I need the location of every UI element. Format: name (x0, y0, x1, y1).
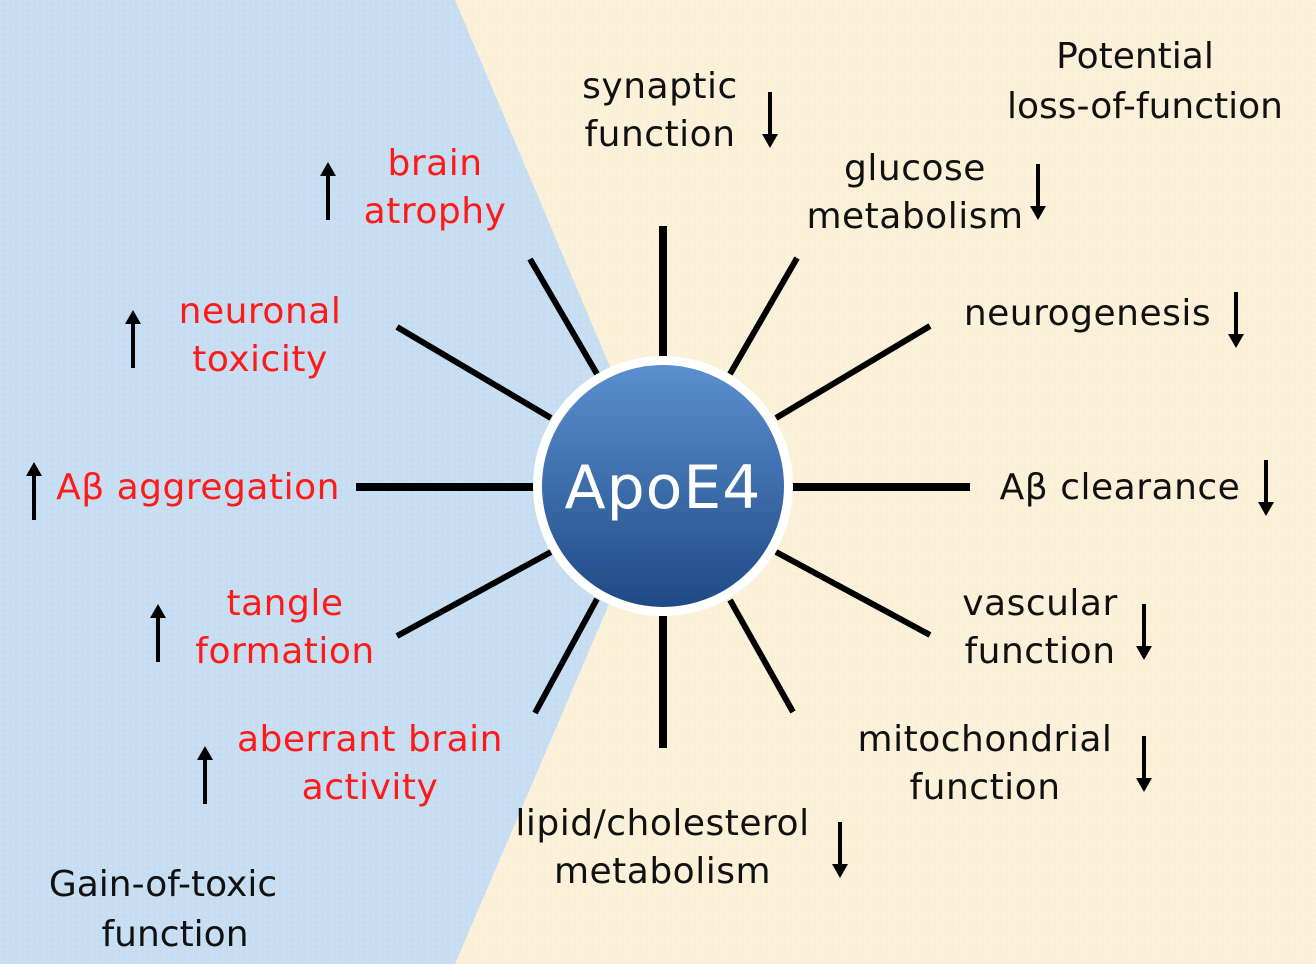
arrow-up-icon (125, 310, 141, 368)
effect-neuronal-toxicity: neuronal toxicity (178, 291, 342, 380)
effect-line: tangle (226, 583, 344, 624)
effect-line: mitochondrial (857, 719, 1113, 760)
effect-line: lipid/cholesterol (515, 803, 810, 844)
arrow-up-icon (320, 162, 336, 220)
effect-line: formation (195, 631, 375, 672)
effect-mitochondrial-function: mitochondrial function (857, 719, 1113, 808)
spoke-glucose-metabolism (727, 256, 800, 376)
effect-line: vascular (962, 583, 1118, 624)
effect-brain-atrophy: brain atrophy (363, 143, 507, 232)
arrow-down-icon (1030, 164, 1046, 220)
arrow-up-icon (150, 604, 166, 662)
spoke-mitochondrial-function (727, 598, 796, 714)
apoe4-label: ApoE4 (565, 453, 762, 523)
effect-line: function (909, 767, 1061, 808)
spokes (356, 226, 970, 748)
spoke-vascular-function (774, 549, 932, 638)
arrow-down-icon (1136, 604, 1152, 660)
spoke-neurogenesis (774, 323, 932, 421)
effect-abeta-clearance: Aβ clearance (999, 467, 1241, 508)
loss-caption-line: loss-of-function (1007, 86, 1283, 127)
effect-labels: brain atrophy neuronal toxicity Aβ aggre… (56, 66, 1241, 892)
loss-caption-line: Potential (1056, 36, 1214, 77)
effect-abeta-aggregation: Aβ aggregation (56, 467, 340, 508)
effect-synaptic-function: synaptic function (582, 66, 738, 155)
effect-line: atrophy (363, 191, 507, 232)
effect-line: Aβ clearance (999, 467, 1241, 508)
gain-caption: Gain-of-toxic function (49, 864, 277, 955)
effect-aberrant-brain-activity: aberrant brain activity (237, 719, 503, 808)
apoe4-node-fill (542, 365, 784, 607)
effect-tangle-formation: tangle formation (195, 583, 375, 672)
effect-line: neurogenesis (963, 293, 1212, 334)
spoke-neuronal-toxicity (395, 324, 553, 421)
arrow-down-icon (1258, 460, 1274, 516)
arrow-down-icon (762, 92, 778, 148)
effect-line: synaptic (582, 66, 738, 107)
effect-glucose-metabolism: glucose metabolism (806, 148, 1024, 237)
effect-line: function (964, 631, 1116, 672)
effect-line: toxicity (192, 339, 328, 380)
effect-neurogenesis: neurogenesis (963, 293, 1212, 334)
apoe4-node: ApoE4 (533, 356, 793, 616)
effect-line: glucose (844, 148, 986, 189)
effect-line: brain (387, 143, 483, 184)
spoke-brain-atrophy (527, 257, 600, 376)
change-arrows (26, 92, 1274, 878)
arrow-down-icon (1228, 292, 1244, 348)
effect-line: metabolism (806, 196, 1024, 237)
arrow-down-icon (1136, 736, 1152, 792)
gain-caption-line: function (101, 914, 248, 955)
effect-line: aberrant brain (237, 719, 503, 760)
arrow-up-icon (197, 746, 213, 804)
gain-caption-line: Gain-of-toxic (49, 864, 277, 905)
arrow-up-icon (26, 462, 42, 520)
arrow-down-icon (832, 822, 848, 878)
effect-lipid-cholesterol-metabolism: lipid/cholesterol metabolism (515, 803, 810, 892)
effect-line: metabolism (553, 851, 772, 892)
effect-line: function (584, 114, 736, 155)
effect-line: activity (301, 767, 439, 808)
effect-line: neuronal (178, 291, 342, 332)
effect-vascular-function: vascular function (962, 583, 1118, 672)
spoke-tangle-formation (395, 549, 553, 639)
loss-caption: Potential loss-of-function (1007, 36, 1283, 127)
effect-line: Aβ aggregation (56, 467, 340, 508)
spoke-aberrant-brain-activity (532, 597, 600, 715)
